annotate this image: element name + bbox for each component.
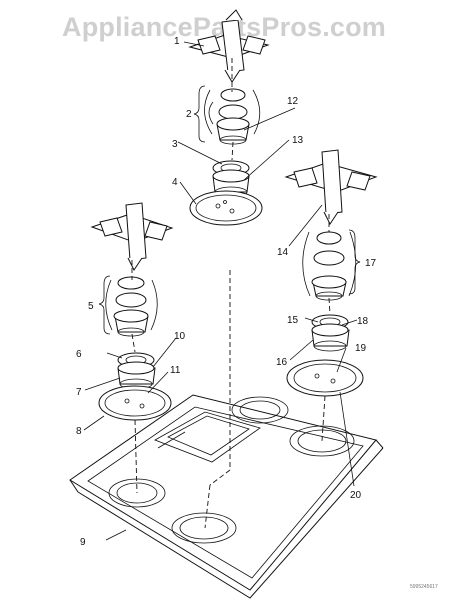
callout-12: 12	[287, 96, 299, 107]
right-grate	[284, 149, 378, 225]
callout-20: 20	[350, 490, 362, 501]
left-burner-cap-top	[117, 276, 145, 290]
cooktop-plate	[69, 394, 384, 599]
right-burner-base	[311, 323, 350, 352]
left-drip-pan	[98, 385, 172, 421]
callout-17: 17	[365, 258, 377, 269]
callout-4: 4	[172, 177, 178, 188]
left-grate	[90, 202, 174, 271]
callout-13: 13	[292, 135, 304, 146]
callout-6: 6	[76, 349, 82, 360]
callout-15: 15	[287, 315, 299, 326]
center-grate	[188, 9, 270, 83]
right-burner-cap-top	[316, 231, 342, 245]
callout-2: 2	[186, 109, 192, 120]
callout-labels: 1 2 3 4 5 6 7 8 9 10 11 12 13 14 15 16 1…	[76, 36, 377, 548]
center-drip-pan	[189, 190, 263, 226]
callout-10: 10	[174, 331, 186, 342]
callout-9: 9	[80, 537, 86, 548]
callout-14: 14	[277, 247, 289, 258]
alignment-lines	[131, 58, 331, 529]
center-burner-cap-top	[220, 88, 246, 102]
callout-16: 16	[276, 357, 288, 368]
callout-1: 1	[174, 36, 180, 47]
footer-code: 5995245617	[410, 584, 438, 590]
callout-5: 5	[88, 301, 94, 312]
left-burner-head	[113, 309, 149, 337]
callout-19: 19	[355, 343, 367, 354]
left-burner-cap	[115, 292, 147, 308]
right-burner-cap	[313, 250, 345, 266]
left-burner-base	[117, 361, 156, 390]
group-brackets	[98, 85, 361, 335]
callout-18: 18	[357, 316, 369, 327]
right-burner-head	[311, 275, 347, 301]
center-burner-cap	[218, 104, 248, 120]
callout-7: 7	[76, 387, 82, 398]
callout-11: 11	[170, 365, 181, 376]
right-drip-pan	[286, 359, 364, 397]
leader-lines	[83, 41, 358, 541]
callout-8: 8	[76, 426, 82, 437]
center-burner-head	[216, 117, 250, 145]
callout-3: 3	[172, 139, 178, 150]
